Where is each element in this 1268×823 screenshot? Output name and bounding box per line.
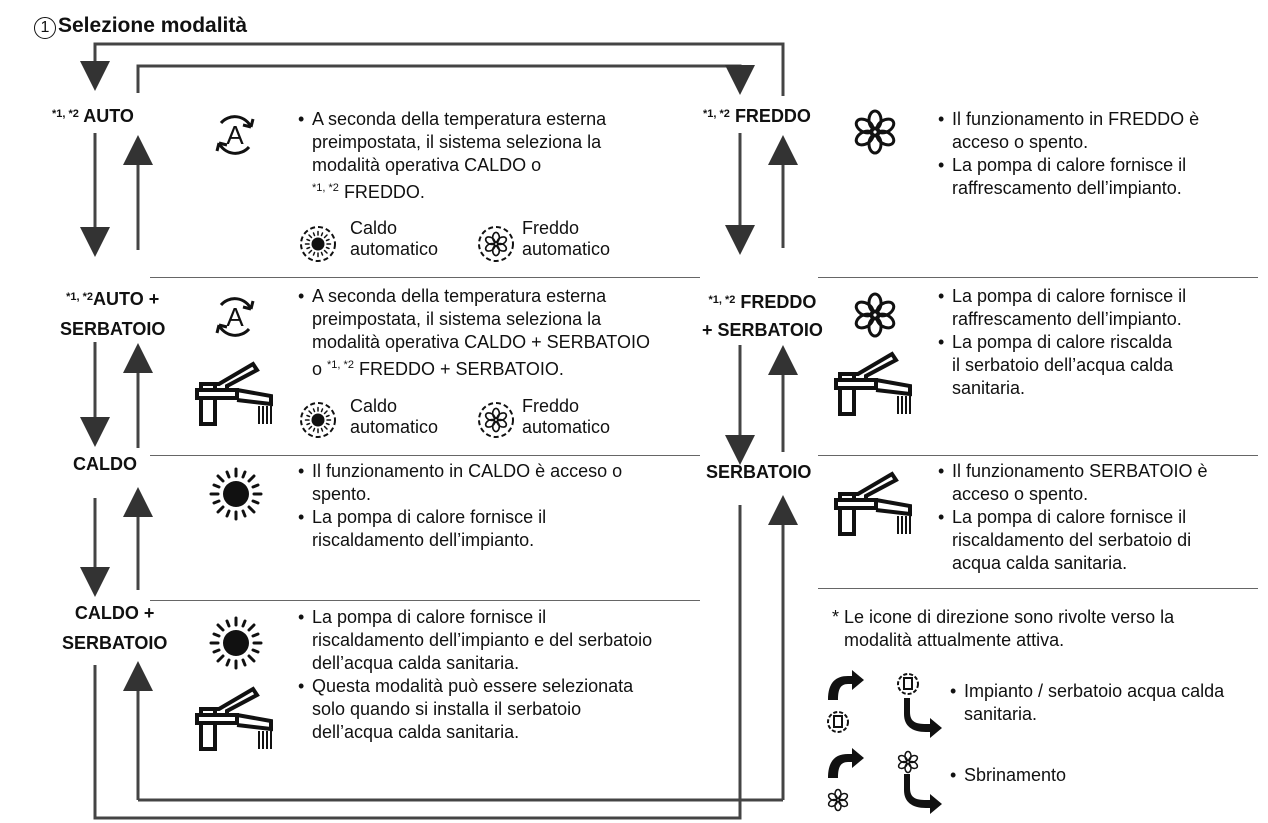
auto-cool-icon <box>478 226 514 262</box>
auto-heat-icon <box>300 402 336 438</box>
desc-heat-tank: La pompa di calore fornisce il riscaldam… <box>298 606 652 744</box>
mode-cool: *1, *2 FREDDO <box>703 106 811 126</box>
tank-small-icon <box>897 673 919 695</box>
direction-arrow-icon <box>828 670 864 700</box>
loop-line-inner <box>136 64 755 95</box>
desc-heat: Il funzionamento in CALDO è acceso o spe… <box>298 460 622 552</box>
direction-arrow-icon <box>828 748 864 778</box>
direction-arrow-icon <box>904 774 942 814</box>
divider <box>150 600 700 601</box>
auto-cool-icon <box>478 402 514 438</box>
desc-auto-tank: A seconda della temperatura esterna prei… <box>298 285 650 381</box>
legend-system-tank: Impianto / serbatoio acqua calda sanitar… <box>950 680 1224 726</box>
divider <box>150 277 700 278</box>
mode-heat-tank: CALDO + SERBATOIO <box>62 603 168 653</box>
desc-cool-tank: La pompa di calore fornisce il raffresca… <box>938 285 1186 400</box>
desc-cool: Il funzionamento in FREDDO è acceso o sp… <box>938 108 1199 200</box>
step-number: 1 <box>34 17 56 39</box>
mode-tank: SERBATOIO <box>706 462 812 482</box>
divider <box>150 455 700 456</box>
faucet-icon <box>195 687 273 751</box>
faucet-icon <box>834 352 912 416</box>
divider <box>818 455 1258 456</box>
snowflake-icon <box>852 109 898 155</box>
direction-arrow-icon <box>904 698 942 738</box>
divider <box>818 588 1258 589</box>
desc-tank: Il funzionamento SERBATOIO è acceso o sp… <box>938 460 1207 575</box>
mode-auto-tank: *1, *2AUTO + SERBATOIO <box>60 289 166 339</box>
defrost-icon <box>826 788 850 812</box>
tank-small-icon <box>827 711 849 733</box>
faucet-icon <box>834 472 912 536</box>
title-text: Selezione modalità <box>58 14 248 37</box>
faucet-icon <box>195 362 273 426</box>
auto-icon <box>215 297 255 337</box>
auto-heat-icon <box>300 226 336 262</box>
legend-defrost: Sbrinamento <box>950 764 1066 787</box>
desc-auto: A seconda della temperatura esterna prei… <box>298 108 606 204</box>
loop-line-outer <box>93 42 785 96</box>
sun-icon <box>209 467 263 521</box>
auto-icon <box>215 115 255 155</box>
sun-icon <box>209 616 263 670</box>
divider <box>818 277 1258 278</box>
snowflake-icon <box>852 292 898 338</box>
mode-cool-tank: *1, *2 FREDDO + SERBATOIO <box>702 292 823 340</box>
mode-heat: CALDO <box>73 454 137 474</box>
mode-auto: *1, *2 AUTO <box>52 106 134 126</box>
direction-note: * Le icone di direzione sono rivolte ver… <box>832 607 1175 650</box>
